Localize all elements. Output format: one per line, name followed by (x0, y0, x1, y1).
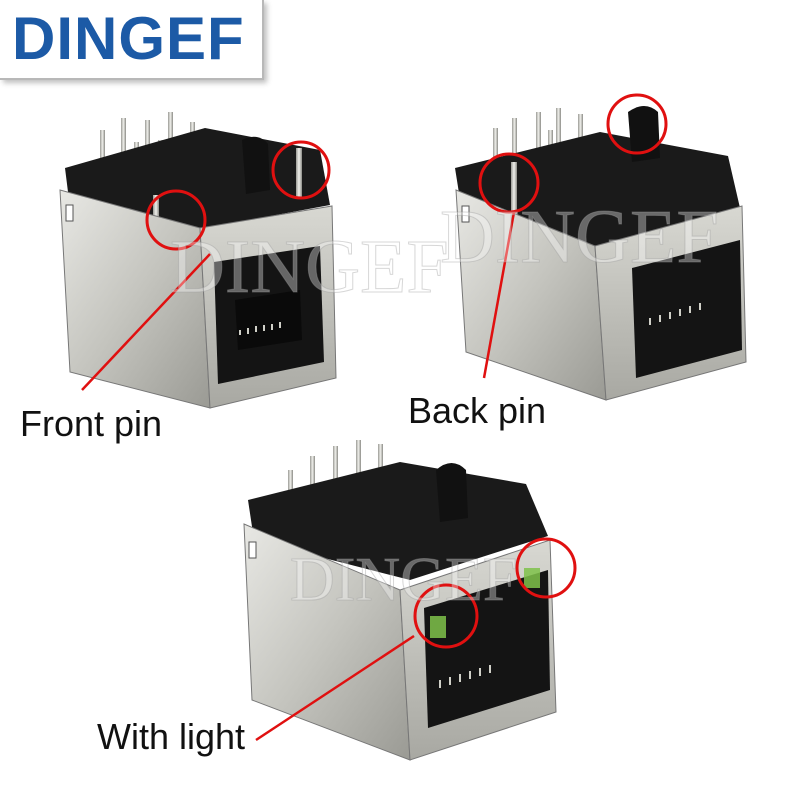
contact-springs (649, 303, 701, 325)
highlight-circle-post (606, 93, 668, 155)
side-pin (296, 148, 302, 198)
caption-with-light: With light (97, 716, 246, 757)
back-pin (511, 162, 517, 220)
brand-logo-box: DINGEF (0, 0, 264, 80)
watermark-3: DINGEF (290, 546, 517, 614)
mounting-post (242, 136, 270, 194)
led-right (524, 568, 540, 588)
highlight-circle-side-pin (271, 140, 331, 200)
plastic-body-top (248, 462, 548, 580)
pointer-line-front-pin (81, 253, 211, 391)
shield-clip (65, 204, 74, 222)
shield-clip (461, 205, 470, 223)
caption-back-pin: Back pin (408, 390, 547, 431)
connector-with-light (243, 440, 577, 761)
watermark-2: DINGEF (440, 195, 719, 279)
contact-springs (239, 322, 281, 335)
highlight-circle-led-left (413, 583, 479, 649)
connector-front-pin (59, 112, 337, 409)
highlight-circle-front-pin (145, 189, 207, 251)
pointer-line-with-light (255, 634, 415, 742)
highlight-circle-back-pin (478, 152, 540, 214)
led-left (430, 616, 446, 638)
mounting-post (436, 463, 468, 522)
watermark-1: DINGEF (170, 225, 449, 309)
port-opening (632, 240, 742, 378)
brand-logo-text: DINGEF (12, 5, 245, 72)
contact-springs (439, 665, 491, 688)
highlight-circle-led-right (515, 537, 577, 599)
caption-front-pin: Front pin (20, 403, 163, 444)
shield-clip (248, 541, 257, 559)
port-opening (424, 570, 550, 728)
pointer-line-back-pin (482, 211, 516, 379)
connector-back-pin (455, 93, 747, 401)
